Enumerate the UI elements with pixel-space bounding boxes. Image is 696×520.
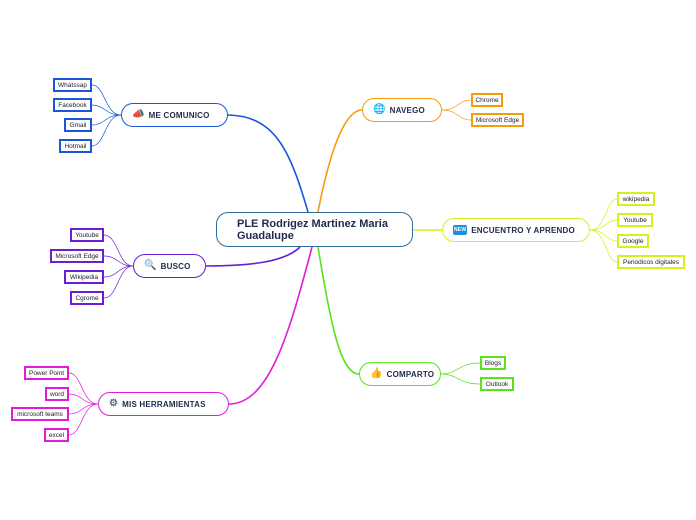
leaf-label: Facebook <box>58 101 87 109</box>
link-leaf <box>103 265 134 299</box>
leaf-label: Youtube <box>75 231 99 239</box>
link-me-comunico <box>227 114 309 213</box>
leaf-microsoft-teams[interactable]: microsoft teams <box>11 407 69 421</box>
leaf-label: excel <box>48 431 65 439</box>
leaf-power-point[interactable]: Power Point <box>24 366 69 380</box>
leaf-label: Blogs <box>484 359 502 367</box>
link-leaf <box>91 114 122 147</box>
link-leaf <box>440 362 481 375</box>
branch-label: ME COMUNICO <box>148 110 210 120</box>
leaf-label: wikipedia <box>622 195 650 203</box>
branch-navego[interactable]: 🌐 NAVEGO <box>362 98 442 122</box>
leaf-label: Microsoft Edge <box>475 116 520 124</box>
link-leaf <box>68 403 99 436</box>
branch-busco[interactable]: 🔍 BUSCO <box>133 254 206 278</box>
thumbs-up-icon: 👍 <box>370 368 383 379</box>
link-leaf <box>589 229 618 263</box>
leaf-chrome[interactable]: Chrome <box>471 93 503 107</box>
leaf-label: Microsoft Edge <box>55 252 99 260</box>
link-leaf <box>91 114 122 126</box>
leaf-youtube[interactable]: Youtube <box>70 228 104 242</box>
link-busco <box>205 246 301 267</box>
leaf-periodicos-digitales[interactable]: Periodicos digitales <box>617 255 685 269</box>
leaf-microsoft-edge[interactable]: Microsoft Edge <box>50 249 104 263</box>
link-leaf <box>91 104 122 116</box>
branch-label: ENCUENTRO Y APRENDO <box>471 225 575 235</box>
link-navego <box>317 109 363 213</box>
link-leaf <box>589 198 618 231</box>
leaf-blogs[interactable]: Blogs <box>480 356 506 370</box>
leaf-whatssap[interactable]: Whatssap <box>53 78 92 92</box>
branch-comparto[interactable]: 👍 COMPARTO <box>359 362 441 386</box>
branch-label: COMPARTO <box>386 369 435 379</box>
link-leaf <box>68 403 99 415</box>
leaf-label: Power Point <box>28 369 65 377</box>
megaphone-icon: 📣 <box>132 109 145 120</box>
leaf-facebook[interactable]: Facebook <box>53 98 92 112</box>
leaf-wikipedia-2[interactable]: wikipedia <box>617 192 655 206</box>
leaf-label: Outlook <box>485 380 509 388</box>
link-mis-herramientas <box>228 246 313 405</box>
central-topic-label: PLE Rodrigez Martinez Maria Guadalupe <box>237 217 388 242</box>
link-comparto <box>317 246 360 375</box>
leaf-excel[interactable]: excel <box>44 428 69 442</box>
leaf-label: Wikipedia <box>69 273 99 281</box>
new-badge-icon: NEW <box>453 225 468 235</box>
branch-mis-herramientas[interactable]: ⚙ MIS HERRAMIENTAS <box>98 392 229 416</box>
link-leaf <box>441 99 472 111</box>
leaf-label: Periodicos digitales <box>622 258 679 266</box>
leaf-label: Whatssap <box>58 81 87 89</box>
leaf-cgrome[interactable]: Cgrome <box>70 291 104 305</box>
link-leaf <box>103 234 134 267</box>
leaf-microsoft-edge-2[interactable]: Microsoft Edge <box>471 113 524 127</box>
leaf-youtube-2[interactable]: Youtube <box>617 213 653 227</box>
link-leaf <box>441 109 472 121</box>
link-leaf <box>68 393 99 405</box>
leaf-google[interactable]: Google <box>617 234 649 248</box>
gear-icon: ⚙ <box>109 398 119 409</box>
leaf-label: word <box>49 390 65 398</box>
branch-label: NAVEGO <box>389 105 425 115</box>
leaf-word[interactable]: word <box>45 387 69 401</box>
central-topic[interactable]: PLE Rodrigez Martinez Maria Guadalupe <box>216 212 413 247</box>
magnifier-icon: 🔍 <box>144 260 157 271</box>
branch-encuentro-y-aprendo[interactable]: NEW ENCUENTRO Y APRENDO <box>442 218 590 242</box>
branch-me-comunico[interactable]: 📣 ME COMUNICO <box>121 103 228 127</box>
leaf-label: Chrome <box>475 96 499 104</box>
globe-icon: 🌐 <box>373 104 386 115</box>
leaf-label: microsoft teams <box>17 410 63 418</box>
leaf-label: Gmail <box>69 121 87 129</box>
branch-label: MIS HERRAMIENTAS <box>122 399 206 409</box>
leaf-label: Hotmail <box>64 142 87 150</box>
leaf-gmail[interactable]: Gmail <box>64 118 92 132</box>
leaf-hotmail[interactable]: Hotmail <box>59 139 92 153</box>
link-leaf <box>91 84 122 116</box>
leaf-label: Google <box>622 237 644 245</box>
link-leaf <box>589 229 618 242</box>
link-leaf <box>103 255 134 267</box>
link-leaf <box>589 219 618 231</box>
branch-label: BUSCO <box>160 261 191 271</box>
leaf-label: Youtube <box>623 216 647 224</box>
leaf-outlook[interactable]: Outlook <box>480 377 514 391</box>
link-leaf <box>103 265 134 278</box>
link-leaf <box>68 372 99 405</box>
link-leaf <box>440 373 481 385</box>
leaf-wikipedia[interactable]: Wikipedia <box>64 270 104 284</box>
leaf-label: Cgrome <box>75 294 99 302</box>
